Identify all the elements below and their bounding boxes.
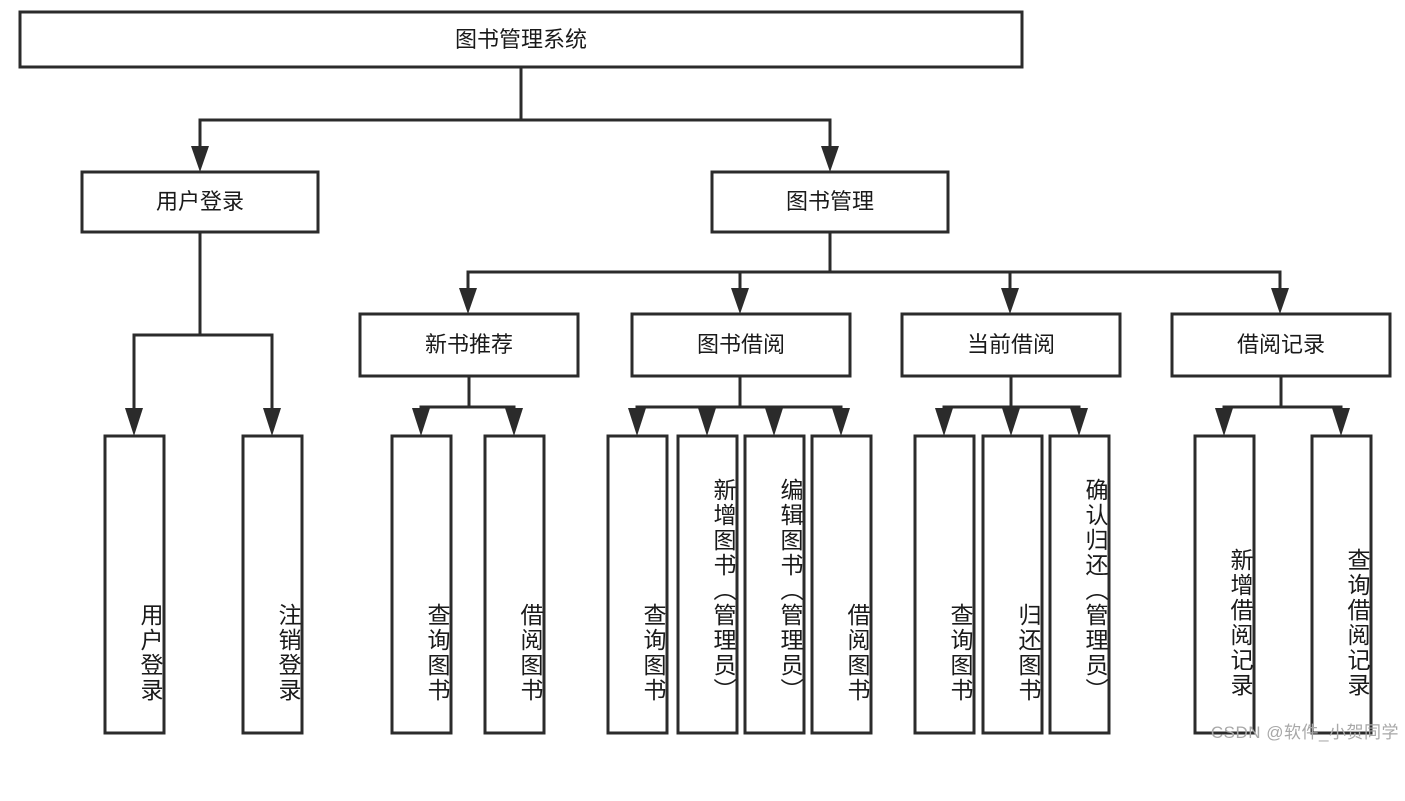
leaf-box-borrow-book-2[interactable] [810, 434, 873, 735]
node-label-borrow-record: 借阅记录 [1237, 332, 1325, 357]
arrow-head-leaf-borrow-book-2 [832, 408, 850, 436]
leaf-box-add-borrow-record[interactable] [1193, 434, 1256, 735]
flow-connectors-layer: 图书管理系统 用户登录 图书管理 新书推荐 图书借阅 当前借阅 借阅记录 [18, 10, 1392, 735]
leaf-box-query-book-3[interactable] [913, 434, 976, 735]
arrow-head-borrow-record [1271, 288, 1289, 314]
node-box-current-borrow[interactable] [900, 312, 1122, 378]
leaf-box-logout[interactable] [241, 434, 304, 735]
csdn-watermark: CSDN @软件_小贺同学 [1210, 723, 1399, 742]
leaf-box-query-book-2[interactable] [606, 434, 669, 735]
arrow-head-leaf-borrow-book-1 [505, 408, 523, 436]
leaf-box-add-book-admin[interactable] [676, 434, 739, 735]
org-chart-diagram: 图书管理系统 用户登录 图书管理 新书推荐 图书借阅 当前借阅 借阅记录 用户登… [18, 10, 1399, 742]
node-box-new-book-recommend[interactable] [358, 312, 580, 378]
arrow-head-user-login [191, 146, 209, 172]
arrow-head-leaf-logout [263, 408, 281, 436]
node-label-book-borrow: 图书借阅 [697, 332, 785, 357]
node-label-new-book-recommend: 新书推荐 [425, 332, 513, 357]
arrow-head-new-book-recommend [459, 288, 477, 314]
node-label-user-login: 用户登录 [156, 189, 244, 214]
arrow-head-current-borrow [1001, 288, 1019, 314]
leaf-box-user-login[interactable] [103, 434, 166, 735]
leaf-box-query-borrow-record[interactable] [1310, 434, 1373, 735]
node-label-current-borrow: 当前借阅 [967, 332, 1055, 357]
arrow-head-leaf-query-borrow-record [1332, 408, 1350, 436]
arrow-head-leaf-query-book-3 [935, 408, 953, 436]
arrow-head-leaf-add-borrow-record [1215, 408, 1233, 436]
arrow-head-leaf-user-login [125, 408, 143, 436]
node-label-root: 图书管理系统 [455, 27, 587, 52]
node-box-user-login[interactable] [80, 170, 320, 234]
leaf-box-confirm-return-admin[interactable] [1048, 434, 1111, 735]
arrow-head-leaf-return-book [1002, 408, 1020, 436]
arrow-head-leaf-query-book-1 [412, 408, 430, 436]
leaf-box-borrow-book-1[interactable] [483, 434, 546, 735]
leaf-box-edit-book-admin[interactable] [743, 434, 806, 735]
arrow-head-leaf-edit-book-admin [765, 408, 783, 436]
leaf-box-query-book-1[interactable] [390, 434, 453, 735]
node-box-root[interactable] [18, 10, 1024, 69]
leaf-box-return-book[interactable] [981, 434, 1044, 735]
arrow-head-book-borrow [731, 288, 749, 314]
arrow-head-leaf-query-book-2 [628, 408, 646, 436]
arrow-head-leaf-confirm-return [1070, 408, 1088, 436]
node-label-book-management: 图书管理 [786, 189, 874, 214]
arrow-head-leaf-add-book-admin [698, 408, 716, 436]
arrow-head-book-management [821, 146, 839, 172]
